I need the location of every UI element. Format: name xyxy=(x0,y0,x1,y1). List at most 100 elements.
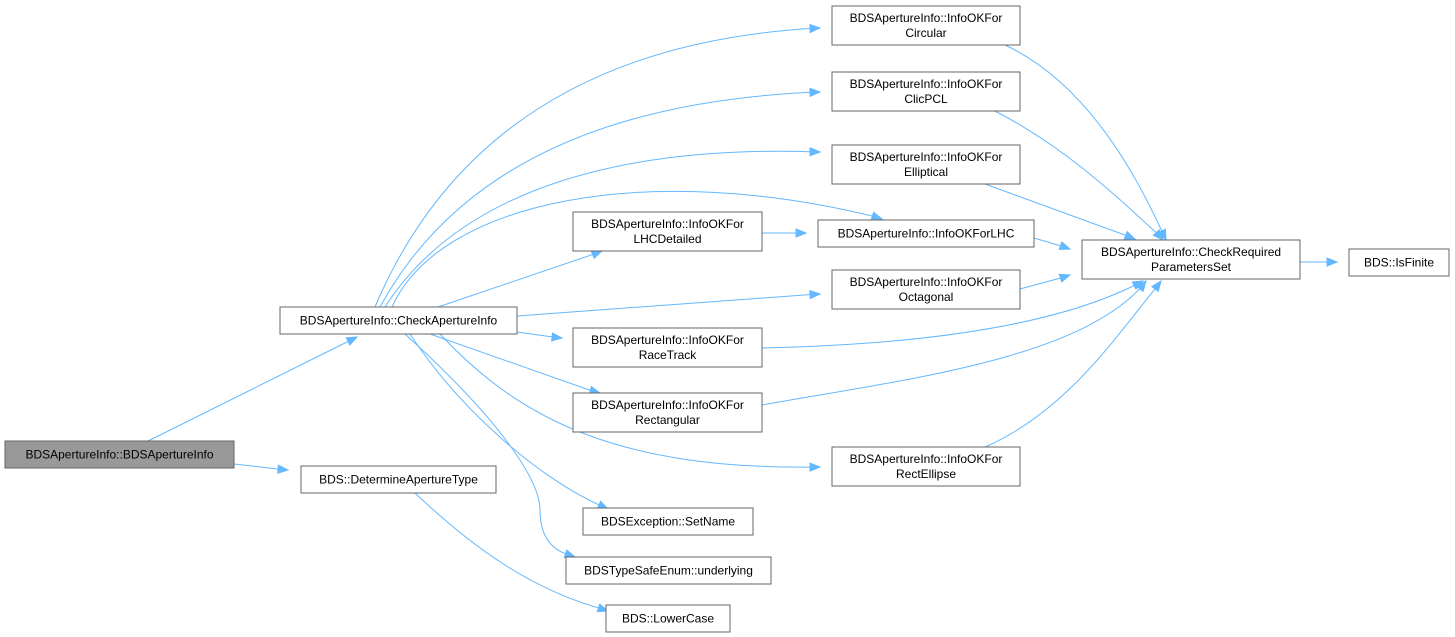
node-box xyxy=(300,465,497,494)
node-label: BDSApertureInfo::CheckApertureInfo xyxy=(300,314,498,328)
edge-rectellipse-to-checkreq xyxy=(984,279,1162,448)
node-lowercase[interactable]: BDS::LowerCase xyxy=(605,604,731,633)
node-label: ParametersSet xyxy=(1151,260,1232,274)
edge-line xyxy=(147,336,358,442)
node-box xyxy=(831,5,1021,46)
node-label: BDSApertureInfo::InfoOKFor xyxy=(850,77,1003,91)
node-label: Elliptical xyxy=(904,165,948,179)
edge-line xyxy=(384,150,819,308)
node-root[interactable]: BDSApertureInfo::BDSApertureInfo xyxy=(4,440,235,469)
node-box xyxy=(831,269,1021,310)
edge-elliptical-to-checkreq xyxy=(984,183,1137,240)
arrowhead xyxy=(795,228,808,238)
node-box xyxy=(279,306,518,335)
node-box xyxy=(565,556,772,585)
edge-check-to-racetrack xyxy=(516,331,564,342)
node-box xyxy=(1348,248,1450,277)
arrowhead xyxy=(809,289,822,300)
node-check[interactable]: BDSApertureInfo::CheckApertureInfo xyxy=(279,306,518,335)
edge-line xyxy=(437,251,601,308)
edge-clicpcl-to-checkreq xyxy=(994,110,1164,241)
node-box xyxy=(582,507,754,536)
node-box xyxy=(605,604,731,633)
arrowhead xyxy=(870,211,884,221)
node-label: BDSApertureInfo::BDSApertureInfo xyxy=(25,448,213,462)
node-underlying[interactable]: BDSTypeSafeEnum::underlying xyxy=(565,556,772,585)
node-label: RectEllipse xyxy=(896,467,956,481)
node-box xyxy=(572,211,763,252)
edge-line xyxy=(233,463,287,471)
edge-check-to-clicpcl xyxy=(379,87,822,308)
edge-line xyxy=(1004,44,1166,239)
edge-rectangular-to-checkreq xyxy=(761,279,1147,406)
arrowhead xyxy=(1058,241,1072,251)
node-box xyxy=(817,219,1035,248)
edge-check-to-setname xyxy=(409,333,610,510)
edge-racetrack-to-checkreq xyxy=(761,280,1145,349)
edges-layer xyxy=(147,23,1339,613)
edge-line xyxy=(404,333,574,557)
edge-line xyxy=(391,190,881,308)
node-setname[interactable]: BDSException::SetName xyxy=(582,507,754,536)
node-label: BDSApertureInfo::InfoOKFor xyxy=(850,150,1003,164)
node-checkreq[interactable]: BDSApertureInfo::CheckRequiredParameters… xyxy=(1081,239,1301,280)
edge-line xyxy=(374,27,819,308)
node-label: Octagonal xyxy=(899,290,954,304)
edge-line xyxy=(761,281,1142,349)
node-label: BDSApertureInfo::InfoOKFor xyxy=(591,333,744,347)
node-label: BDS::DetermineApertureType xyxy=(319,473,478,487)
arrowhead xyxy=(1326,257,1339,267)
edge-line xyxy=(409,333,607,509)
node-box xyxy=(572,327,763,368)
node-label: BDS::LowerCase xyxy=(622,612,714,626)
edge-checkreq-to-isfinite xyxy=(1300,257,1339,267)
node-isfinite[interactable]: BDS::IsFinite xyxy=(1348,248,1450,277)
arrowhead xyxy=(590,250,604,260)
arrowhead xyxy=(809,462,822,472)
node-box xyxy=(831,71,1021,112)
edge-check-to-lhc xyxy=(391,190,884,308)
edge-octagonal-to-checkreq xyxy=(1019,273,1072,290)
node-label: BDSApertureInfo::CheckRequired xyxy=(1101,245,1281,259)
node-label: ClicPCL xyxy=(904,92,948,106)
edge-determine-to-lowercase xyxy=(414,492,610,613)
arrowhead xyxy=(1058,273,1072,283)
node-label: BDS::IsFinite xyxy=(1364,256,1434,270)
edge-check-to-underlying xyxy=(404,333,577,559)
node-label: Circular xyxy=(905,26,946,40)
node-label: BDSApertureInfo::InfoOKFor xyxy=(850,11,1003,25)
edge-line xyxy=(379,91,819,308)
arrowhead xyxy=(596,603,610,613)
node-determine[interactable]: BDS::DetermineApertureType xyxy=(300,465,497,494)
edge-line xyxy=(984,282,1161,448)
node-label: BDSApertureInfo::InfoOKForLHC xyxy=(838,227,1015,241)
node-label: BDSApertureInfo::InfoOKFor xyxy=(850,275,1003,289)
arrowhead xyxy=(563,549,577,559)
edge-line xyxy=(516,293,819,317)
arrowhead xyxy=(1123,230,1137,240)
node-label: BDSApertureInfo::InfoOKFor xyxy=(591,217,744,231)
node-lhc[interactable]: BDSApertureInfo::InfoOKForLHC xyxy=(817,219,1035,248)
node-box xyxy=(572,392,763,433)
edge-line xyxy=(994,110,1163,239)
edge-root-to-check xyxy=(147,336,359,442)
node-label: BDSApertureInfo::InfoOKFor xyxy=(850,452,1003,466)
node-label: Rectangular xyxy=(635,413,700,427)
arrowhead xyxy=(1150,279,1162,293)
node-box xyxy=(831,446,1021,487)
nodes-layer: BDSApertureInfo::BDSApertureInfo BDSApert… xyxy=(4,5,1450,633)
node-box xyxy=(4,440,235,469)
arrowhead xyxy=(809,23,822,34)
arrowhead xyxy=(1152,229,1164,241)
arrowhead xyxy=(345,336,359,346)
edge-lhc-to-checkreq xyxy=(1033,237,1072,251)
